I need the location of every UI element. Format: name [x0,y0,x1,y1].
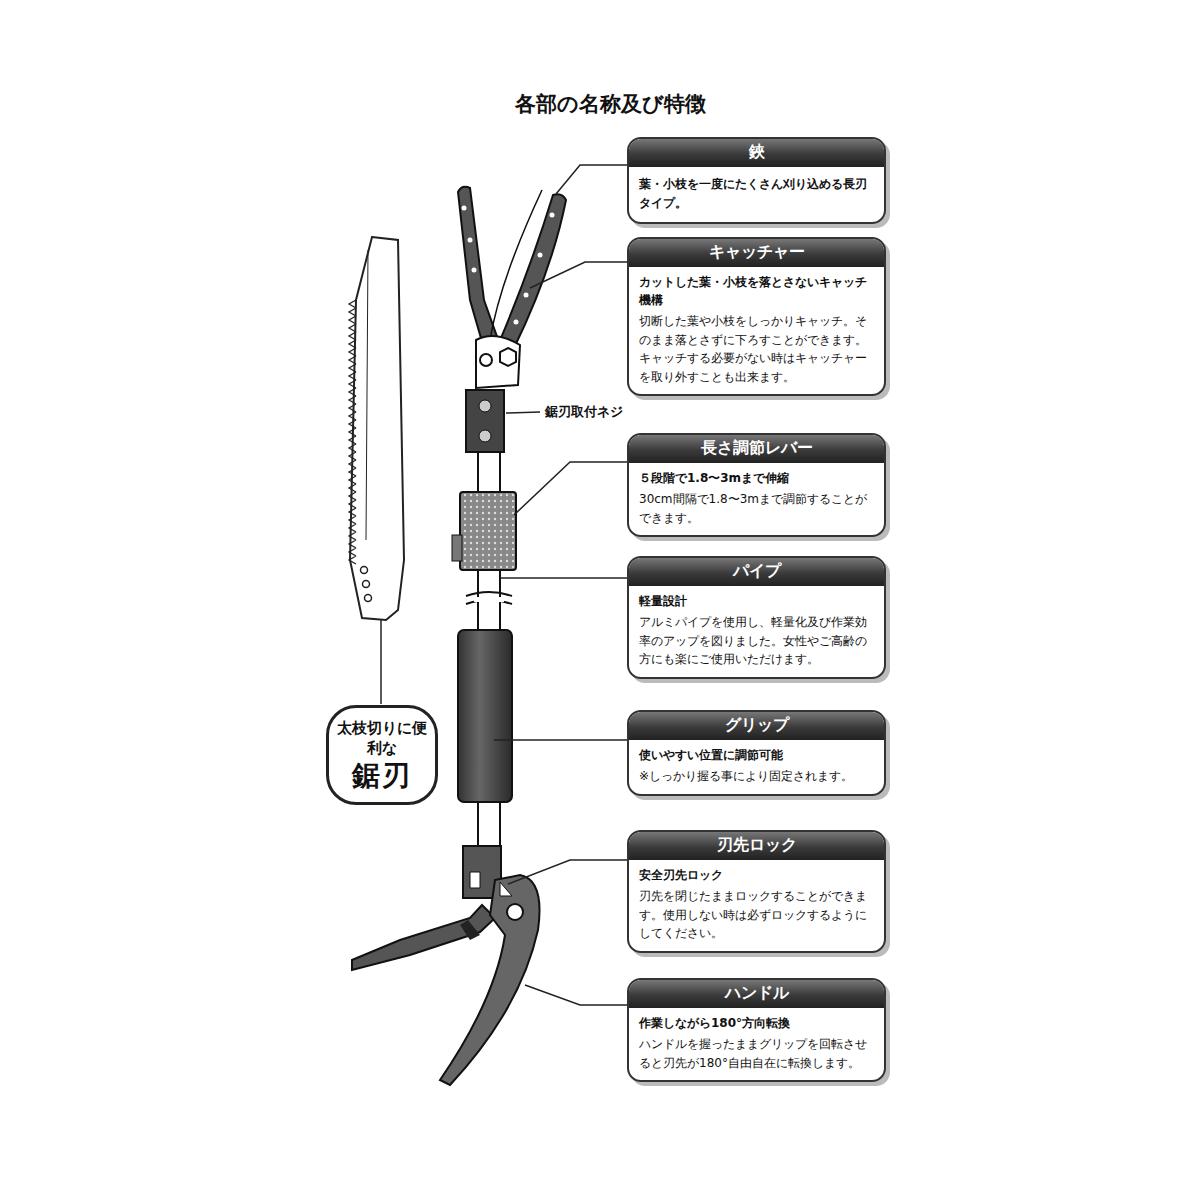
feature-text: 30cm間隔で1.8〜3mまで調節することができます。 [629,487,884,535]
callout-box: 太枝切りに便利な鋸刃 [326,705,438,805]
callout-box: 鋏葉・小枝を一度にたくさん刈り込める長刃タイプ。 [627,137,886,224]
diagram-title: 各部の名称及び特徴 [515,90,706,118]
leader-lines [494,165,627,1005]
handle [352,875,540,1085]
length-lever [460,492,516,570]
feature-title: 葉・小枝を一度にたくさん刈り込める長刃タイプ。 [629,167,884,222]
part-label: 鋸刃取付ネジ [543,403,625,421]
callout-note: 太枝切りに便利な [337,718,427,759]
feature-text: 切断した葉や小枝をしっかりキャッチ。そのまま落とさずに下ろすことができます。キャ… [629,309,884,394]
callout-box: キャッチャーカットした葉・小枝を落とさないキャッチ機構切断した葉や小枝をしっかり… [627,237,886,396]
leader-line [506,412,540,413]
feature-text: アルミパイプを使用し、軽量化及び作業効率のアップを図りました。女性やご高齢の方に… [629,610,884,677]
feature-title: 軽量設計 [629,586,884,610]
callout-box: パイプ軽量設計アルミパイプを使用し、軽量化及び作業効率のアップを図りました。女性… [627,556,886,679]
break-mark [466,592,512,604]
callout-box: ハンドル作業しながら180°方向転換ハンドルを握ったままグリップを回転させると刃… [627,978,886,1082]
feature-text: ※しっかり握る事により固定されます。 [629,764,884,794]
saw-mount [466,390,504,452]
feature-title: 作業しながら180°方向転換 [629,1008,884,1032]
feature-title: 安全刃先ロック [629,860,884,884]
feature-text: ハンドルを握ったままグリップを回転させると刃先が180°自由自在に転換します。 [629,1032,884,1080]
part-heading: 長さ調節レバー [629,435,884,463]
saw-blade [349,237,404,620]
part-name: 鋸刃 [337,759,427,793]
feature-title: ５段階で1.8〜3mまで伸縮 [629,463,884,487]
part-heading: 鋏 [629,139,884,167]
feature-title: カットした葉・小枝を落とさないキャッチ機構 [629,267,884,309]
part-heading: キャッチャー [629,239,884,267]
grip [458,630,512,802]
shears-head [458,187,566,388]
part-heading: 刃先ロック [629,832,884,860]
feature-title: 使いやすい位置に調節可能 [629,740,884,764]
callout-box: 長さ調節レバー５段階で1.8〜3mまで伸縮30cm間隔で1.8〜3mまで調節する… [627,433,886,537]
feature-text: 刃先を閉じたままロックすることができます。使用しない時は必ずロックするようにして… [629,884,884,951]
part-heading: パイプ [629,558,884,586]
part-heading: ハンドル [629,980,884,1008]
leader-line [380,620,382,704]
callout-box: 刃先ロック安全刃先ロック刃先を閉じたままロックすることができます。使用しない時は… [627,830,886,953]
part-heading: グリップ [629,712,884,740]
callout-box: グリップ使いやすい位置に調節可能※しっかり握る事により固定されます。 [627,710,886,796]
